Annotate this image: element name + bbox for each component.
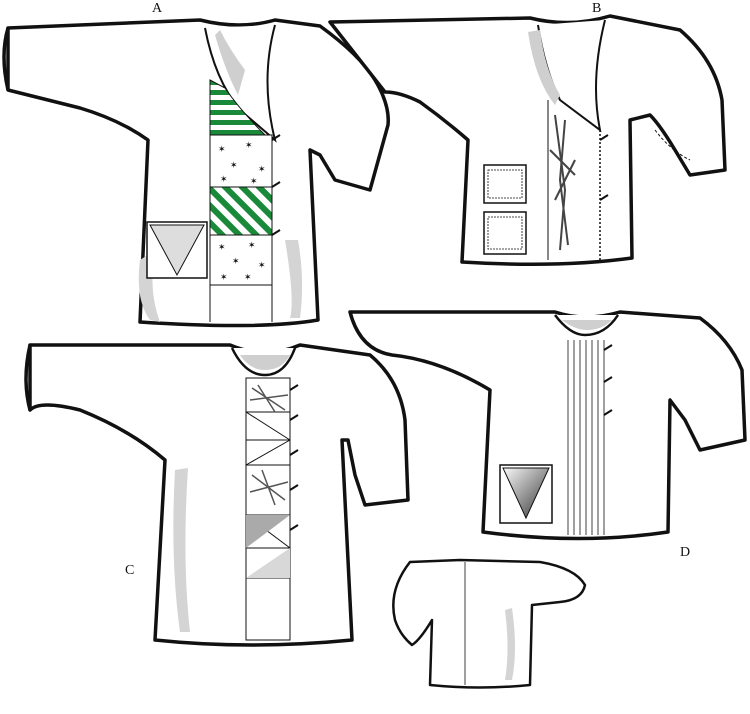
garment-b [328,14,727,266]
svg-text:✶: ✶ [220,175,228,185]
label-d: D [680,545,691,560]
label-a: A [152,1,163,16]
garment-a: ✶✶✶ ✶✶✶ ✶✶✶ ✶✶✶ [2,18,390,328]
label-b: B [592,1,602,16]
svg-text:✶: ✶ [244,273,252,283]
svg-text:✶: ✶ [258,261,266,271]
svg-text:✶: ✶ [218,243,226,253]
svg-text:✶: ✶ [232,257,240,267]
garment-d-back-view [392,558,587,689]
garment-c [24,343,410,647]
garment-d [348,310,747,541]
svg-text:✶: ✶ [220,273,228,283]
svg-text:✶: ✶ [258,165,266,175]
svg-text:✶: ✶ [250,177,258,187]
svg-text:✶: ✶ [218,145,226,155]
svg-text:✶: ✶ [245,141,253,151]
svg-text:✶: ✶ [248,241,256,251]
label-c: C [125,563,135,578]
svg-text:✶: ✶ [230,161,238,171]
